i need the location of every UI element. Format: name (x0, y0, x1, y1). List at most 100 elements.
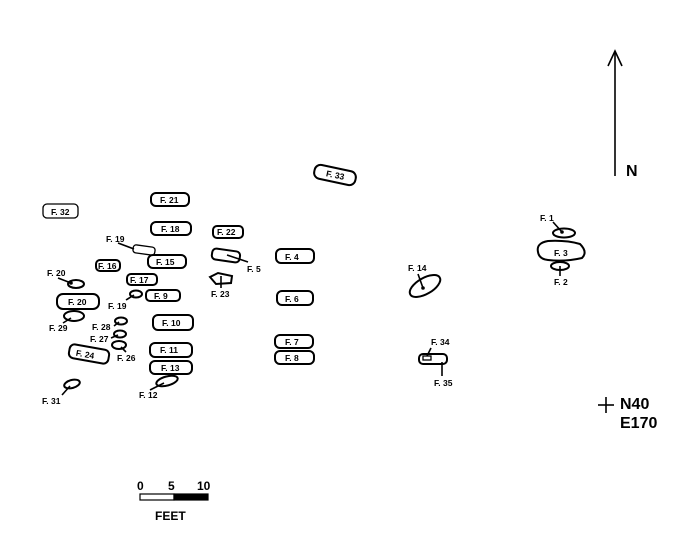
feature-label: F. 20 (47, 268, 66, 278)
feature-outline (145, 289, 181, 302)
feature-f33: F. 33 (313, 163, 357, 187)
feature-inner-pit (422, 355, 432, 361)
feature-label: F. 19 (108, 301, 127, 311)
north-arrow-head (607, 49, 623, 67)
feature-label: F. 7 (285, 337, 299, 347)
feature-outline (149, 360, 193, 375)
feature-f29: F. 28 (92, 316, 128, 332)
feature-label: F. 33 (325, 168, 345, 182)
feature-outline (276, 290, 314, 306)
feature-outline (152, 314, 194, 331)
feature-f18: F. 18 (150, 221, 192, 236)
feature-label: F. 19 (106, 234, 125, 244)
feature-leader (426, 347, 432, 357)
feature-outline (155, 374, 179, 388)
feature-label: F. 12 (139, 390, 158, 400)
feature-label: F. 4 (285, 252, 299, 262)
feature-outline (113, 329, 127, 339)
feature-f5: F. 5 (210, 247, 261, 274)
feature-f7: F. 7 (274, 334, 314, 349)
feature-label: F. 18 (161, 224, 180, 234)
datum-point: N40 E170 (598, 396, 657, 432)
scale-bar: 0 5 10 FEET (137, 479, 211, 523)
feature-outline (56, 293, 100, 310)
feature-leader (149, 382, 165, 391)
feature-outline (418, 353, 448, 365)
datum-northing: N40 (620, 396, 649, 413)
feature-label: F. 11 (160, 345, 178, 355)
feature-f6: F. 6 (276, 290, 314, 306)
feature-f15: F. 15 (147, 254, 187, 269)
feature-leader (417, 273, 424, 289)
feature-label: F. 28 (92, 322, 111, 332)
feature-outline (274, 350, 315, 365)
feature-outline (147, 254, 187, 269)
feature-label: F. 17 (130, 275, 149, 285)
scale-tick-0: 0 (137, 479, 144, 493)
feature-label: F. 29 (49, 323, 68, 333)
feature-leader (226, 254, 249, 263)
feature-f21: F. 20 (47, 268, 85, 289)
feature-leader (57, 277, 72, 284)
feature-outline (208, 271, 234, 286)
feature-f10: F. 10 (152, 314, 194, 331)
feature-outline (536, 239, 586, 262)
feature-label: F. 10 (162, 318, 181, 328)
feature-outline (210, 247, 242, 264)
feature-label: F. 20 (68, 297, 87, 307)
feature-f19: F. 19 (106, 234, 156, 256)
feature-f31: F. 31 (42, 378, 81, 406)
feature-label: F. 27 (90, 334, 109, 344)
feature-leader (552, 221, 563, 233)
feature-label: F. 8 (285, 353, 299, 363)
feature-outline (114, 316, 128, 326)
feature-f12: F. 12 (139, 374, 179, 400)
feature-label: F. 3 (554, 248, 568, 258)
feature-leader (61, 385, 71, 396)
feature-label: F. 24 (75, 348, 95, 361)
feature-leader (120, 346, 127, 353)
feature-label: F. 5 (247, 264, 261, 274)
feature-label: F. 14 (408, 263, 427, 273)
feature-label: F. 22 (217, 227, 236, 237)
feature-label: F. 15 (156, 257, 175, 267)
feature-outline (95, 259, 121, 272)
scale-tick-5: 5 (168, 479, 175, 493)
feature-outline (132, 244, 156, 256)
feature-outline (313, 163, 357, 187)
scale-tick-10: 10 (197, 479, 211, 493)
feature-f24: F. 22 (212, 225, 244, 239)
feature-outline (67, 279, 85, 289)
feature-outline (111, 340, 127, 350)
feature-outline (149, 342, 193, 358)
feature-label: F. 32 (51, 207, 70, 217)
feature-f20: F. 19 (108, 289, 143, 311)
feature-outline (126, 273, 158, 286)
feature-outline (67, 343, 111, 365)
feature-point (421, 286, 425, 290)
feature-outline (408, 274, 442, 298)
feature-f32: F. 32 (42, 203, 79, 219)
feature-f3: F. 3 (536, 239, 586, 262)
feature-f1: F. 1 (540, 213, 576, 239)
feature-f22: F. 20 (56, 293, 100, 310)
feature-f17: F. 17 (126, 273, 158, 286)
feature-label: F. 2 (554, 277, 568, 287)
feature-leader (62, 317, 72, 324)
feature-label: F. 26 (117, 353, 136, 363)
feature-point (560, 230, 564, 234)
feature-outline (552, 227, 576, 239)
feature-f4: F. 4 (275, 248, 315, 264)
feature-outline (274, 334, 314, 349)
feature-leader (117, 242, 135, 250)
feature-label: F. 13 (161, 363, 180, 373)
feature-label: F. 34 (431, 337, 450, 347)
feature-f8: F. 8 (274, 350, 315, 365)
feature-f35: F. 35 (434, 362, 453, 388)
feature-point (69, 281, 73, 285)
feature-f9: F. 9 (145, 289, 181, 302)
feature-outline (63, 310, 85, 322)
datum-easting: E170 (620, 415, 657, 432)
feature-f34: F. 34 (418, 337, 450, 365)
